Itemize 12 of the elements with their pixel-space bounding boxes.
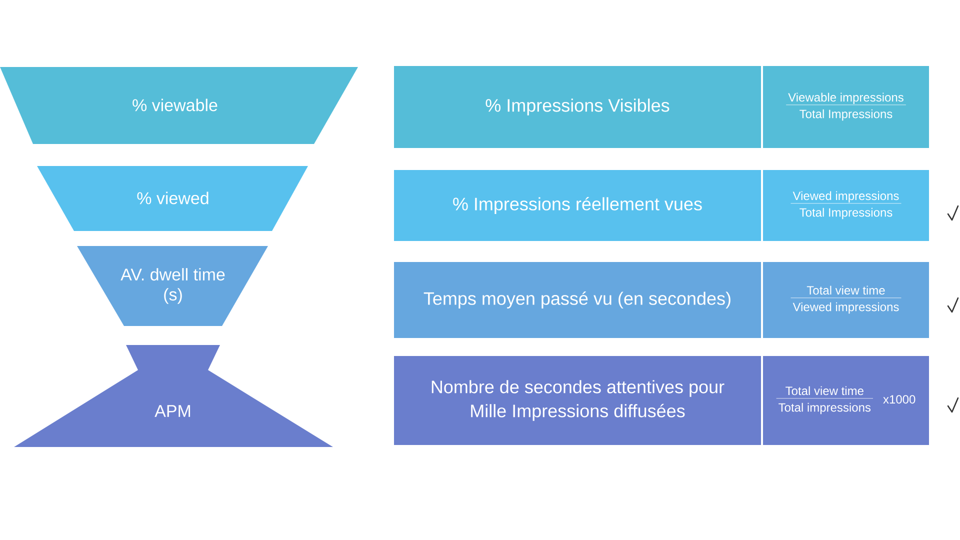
metric-cell: Temps moyen passé vu (en secondes) [394, 262, 761, 338]
funnel-segment: % viewed [37, 166, 308, 231]
funnel-segment: % viewable [0, 67, 358, 144]
formula-cell: Total view time Total impressions x1000 [763, 356, 929, 445]
metric-cell: Nombre de secondes attentives pour Mille Impressions diffusées [394, 356, 761, 445]
metric-cell: % Impressions Visibles [394, 66, 761, 148]
formula-cell: Viewed impressions Total Impressions [763, 170, 929, 241]
metric-cell: % Impressions réellement vues [394, 170, 761, 241]
funnel-segment: AV. dwell time (s) [77, 246, 268, 326]
formula-cell: Total view time Viewed impressions [763, 262, 929, 338]
funnel-segment: APM [14, 345, 333, 447]
formula-cell: Viewable impressions Total Impressions [763, 66, 929, 148]
